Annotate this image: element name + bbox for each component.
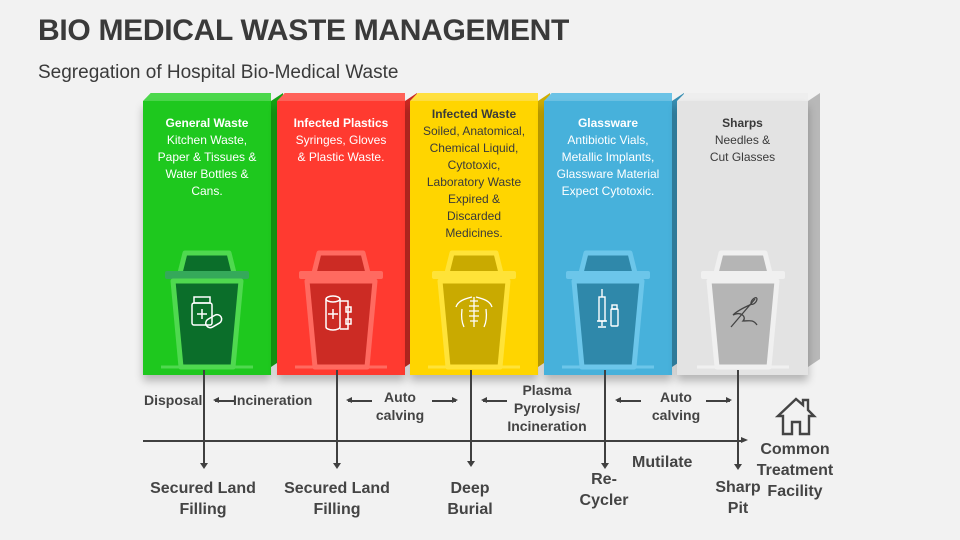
category-infected-waste: Infected Waste Soiled, Anatomical, Chemi… [410,93,538,375]
category-line: Syringes, Gloves [295,133,387,147]
arrow-autoclave-1-left [346,397,372,403]
category-line: Kitchen Waste, [166,133,248,147]
process-disposal: Disposal [144,392,203,408]
category-line: Water Bottles & [165,167,249,181]
arrow-autoclave-2-left [615,397,641,403]
arrow-incineration [213,397,235,403]
house-icon [775,397,817,436]
category-heading: Sharps [722,116,763,130]
drop-arrow-sharps [734,464,742,470]
gray-bin-icon [696,250,789,370]
drop-arrow-glassware [601,463,609,469]
drop-arrow-general [200,463,208,469]
drop-line-plastics [336,370,338,463]
blue-bin-icon [562,250,654,370]
red-bin-icon [295,250,387,370]
yellow-bin-icon [428,250,520,370]
spine-anatomy-icon [455,296,493,328]
outcome-secured-land-filling-2: Secured Land Filling [284,480,390,518]
category-line: Medicines. [445,226,503,240]
category-line: Chemical Liquid, [429,141,519,155]
bandage-roll-icon [325,295,352,331]
drop-line-sharps [737,370,739,464]
category-line: Discarded [446,209,502,223]
category-heading: Infected Plastics [293,116,389,130]
page-title: BIO MEDICAL WASTE MANAGEMENT [38,14,570,47]
drop-arrow-plastics [333,463,341,469]
outcome-recycler: Re- Cycler [579,471,629,509]
category-line: Laboratory Waste [426,175,522,189]
category-line: Cans. [191,184,223,198]
needle-thread-icon [730,297,758,328]
category-glassware: Glassware Antibiotic Vials, Metallic Imp… [544,93,672,375]
page-subtitle: Segregation of Hospital Bio-Medical Wast… [38,62,399,83]
outcome-common-treatment-facility: Common Treatment Facility [756,441,834,500]
baseline-arrowhead [741,437,748,443]
syringe-vial-icon [597,289,619,328]
category-line: Expired & [447,192,501,206]
process-autoclaving-1: Auto calving [375,389,425,423]
category-heading: General Waste [165,116,249,130]
outcome-secured-land-filling-1: Secured Land Filling [150,480,256,518]
drop-line-general [203,370,205,463]
category-general-waste: General Waste Kitchen Waste, Paper & Tis… [143,93,271,375]
process-autoclaving-2: Auto calving [651,389,701,423]
category-heading: Infected Waste [431,107,517,121]
category-line: Soiled, Anatomical, [422,124,526,138]
category-line: Metallic Implants, [561,150,655,164]
drop-line-glassware [604,370,606,463]
category-line: Needles & [714,133,771,147]
drop-line-infected [470,370,472,461]
category-line: Glassware Material [556,167,660,181]
category-sharps: Sharps Needles & Cut Glasses [677,93,808,375]
medicine-bottle-pills-icon [191,296,223,329]
process-plasma-pyrolysis: Plasma Pyrolysis/ Incineration [507,382,587,434]
outcome-deep-burial: Deep Burial [447,480,493,518]
category-line: Antibiotic Vials, [567,133,649,147]
green-bin-icon [161,250,253,370]
category-line: Cytotoxic, [447,158,501,172]
category-line: Cut Glasses [709,150,776,164]
process-baseline [143,440,743,442]
arrow-plasma [481,397,507,403]
arrow-autoclave-1-right [432,397,458,403]
process-incineration: Incineration [233,392,313,408]
outcome-sharp-pit: Sharp Pit [715,479,761,517]
arrow-autoclave-2-right [706,397,732,403]
category-line: & Plastic Waste. [297,150,385,164]
category-line: Expect Cytotoxic. [561,184,655,198]
category-infected-plastics: Infected Plastics Syringes, Gloves & Pla… [277,93,405,375]
category-line: Paper & Tissues & [157,150,257,164]
process-mutilate: Mutilate [632,454,693,471]
drop-arrow-infected [467,461,475,467]
category-heading: Glassware [577,116,639,130]
